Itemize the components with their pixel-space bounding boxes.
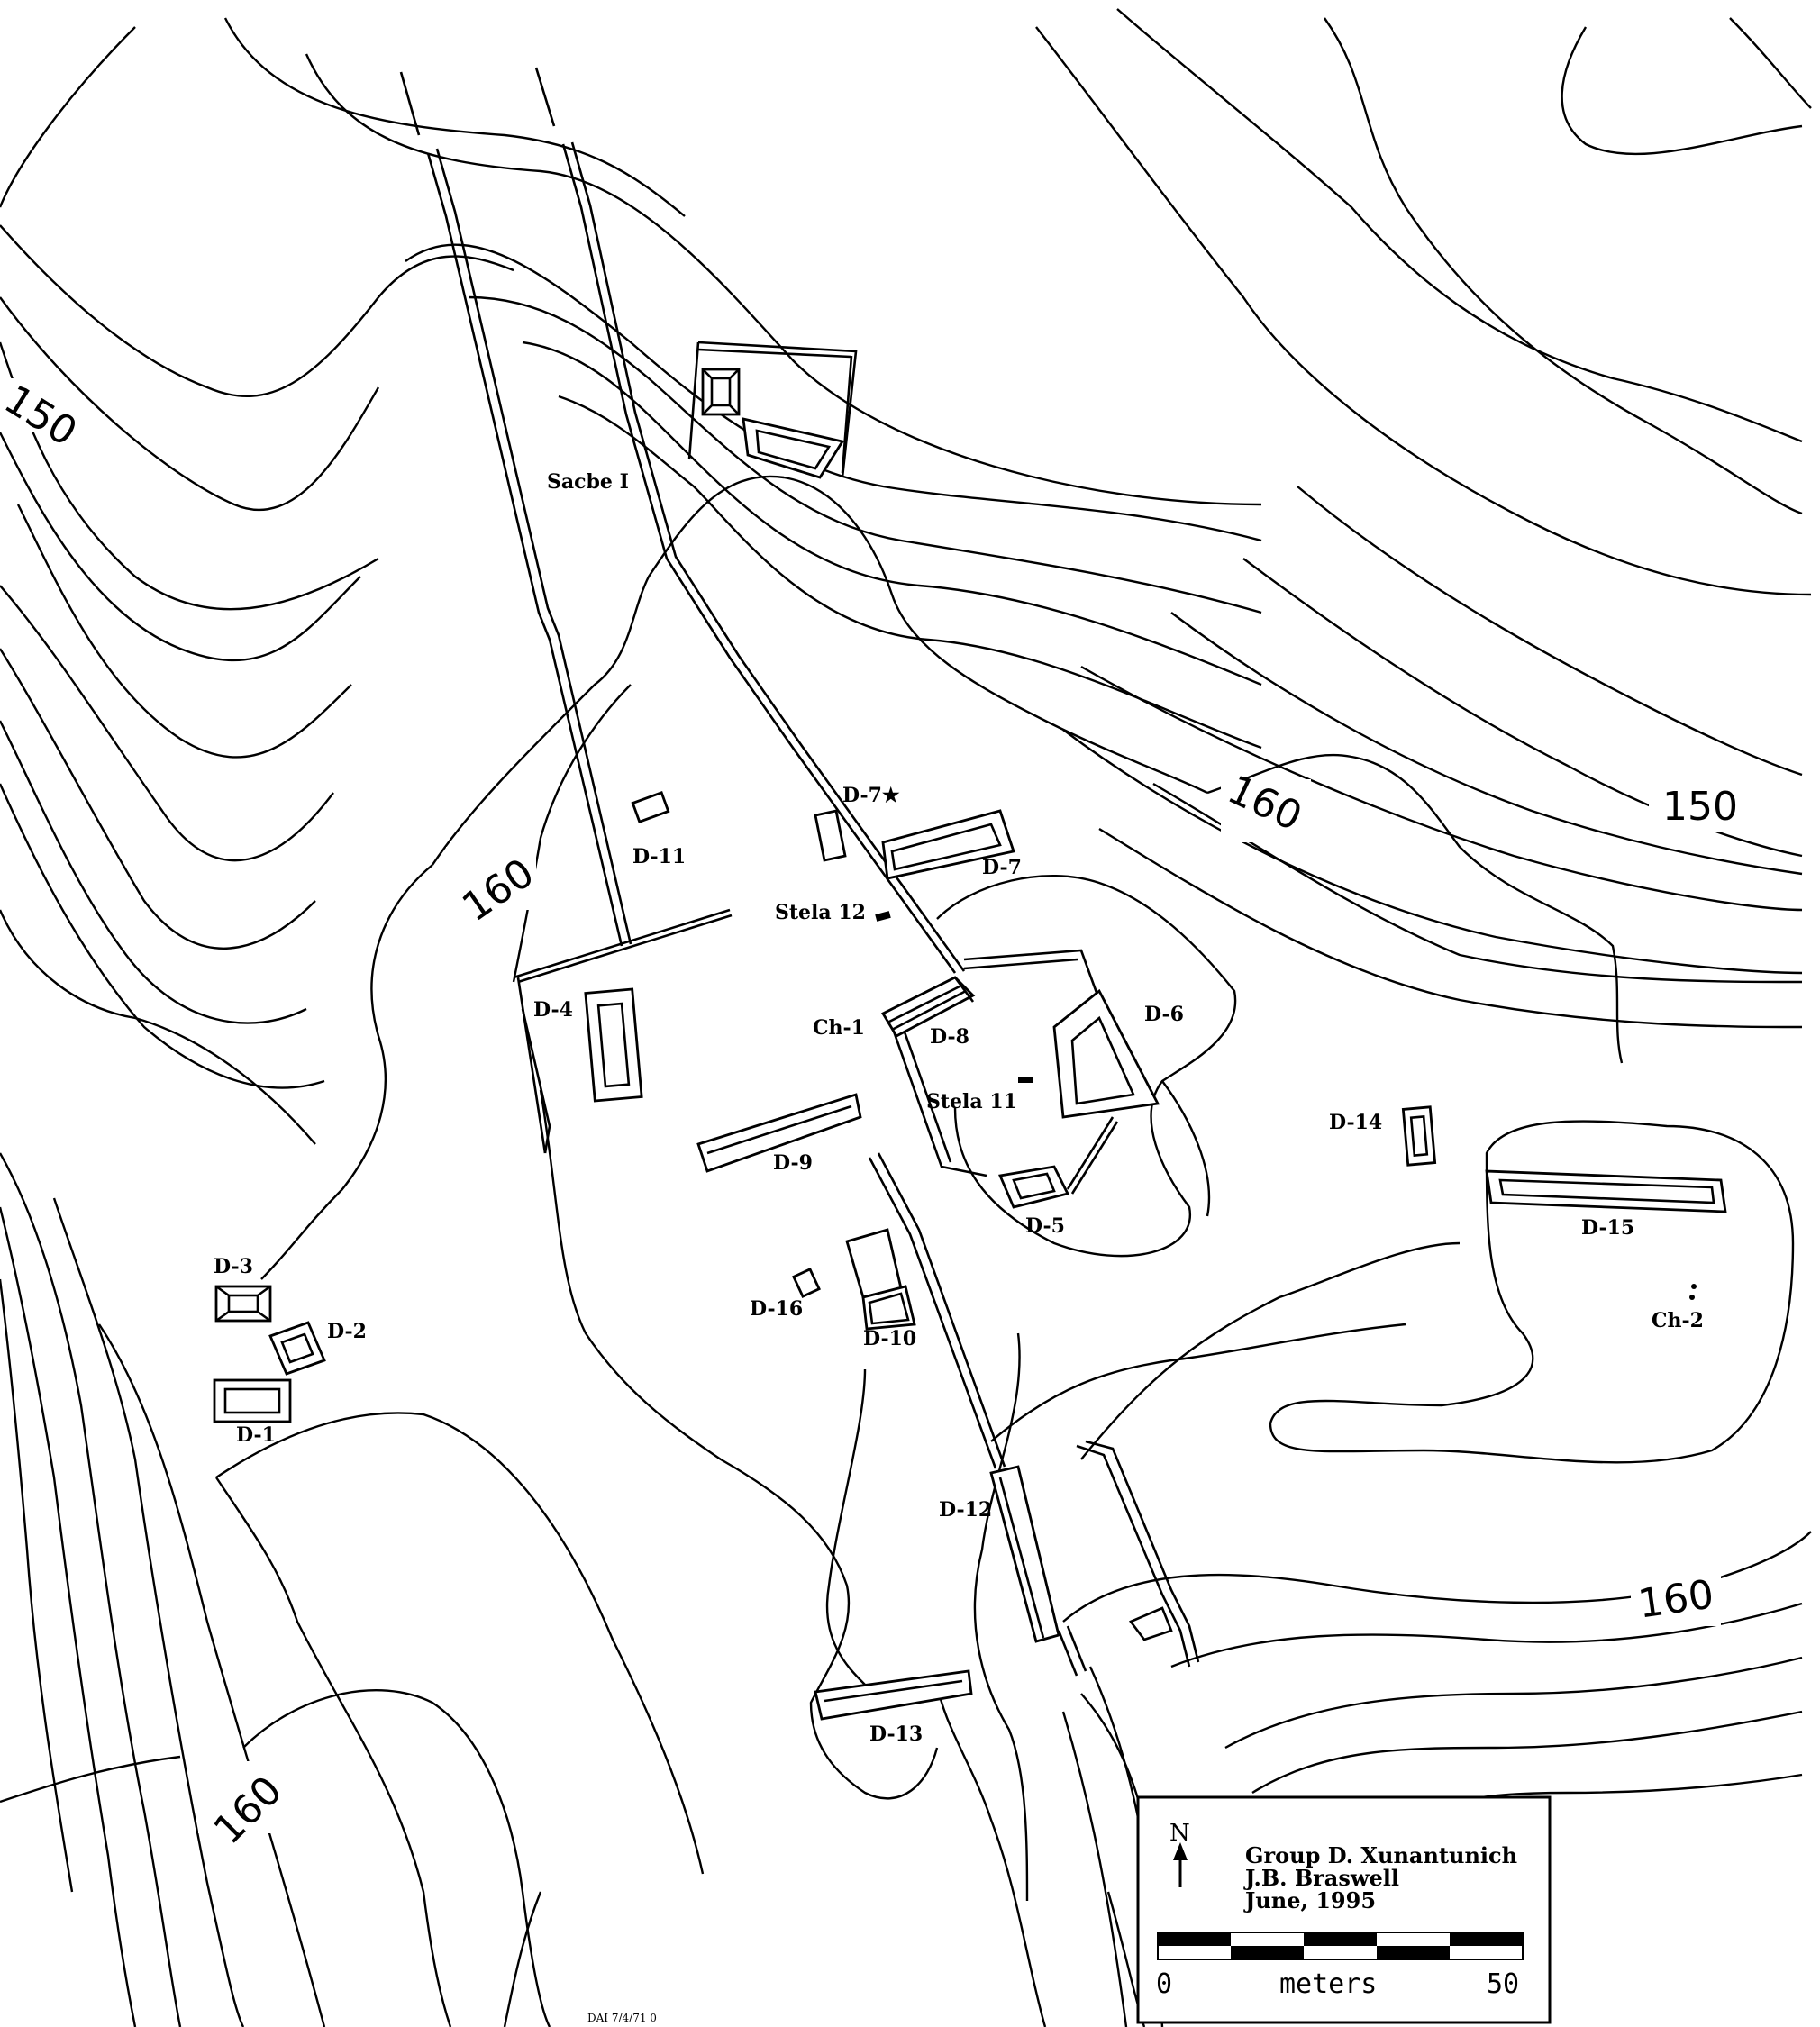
structure-d-5 — [998, 1165, 1070, 1209]
label-d-15: D-15 — [1581, 1216, 1634, 1240]
label-d-13: D-13 — [869, 1722, 923, 1746]
structure-north-b — [742, 417, 845, 479]
structure-d-9 — [696, 1093, 862, 1173]
label-d-10: D-10 — [863, 1327, 916, 1350]
structure-d-11 — [631, 791, 670, 823]
label-d-7-star: D-7★ — [842, 784, 900, 807]
label-d-11: D-11 — [632, 845, 686, 868]
chultun-2-marker — [1689, 1284, 1697, 1300]
structure-d-3 — [214, 1285, 272, 1323]
footer-stamp: DAI 7/4/71 0 — [587, 2012, 657, 2024]
label-d-5: D-5 — [1025, 1214, 1065, 1238]
structure-d-2 — [268, 1321, 326, 1376]
sacbe-causeway — [399, 67, 966, 1154]
label-d-9: D-9 — [773, 1151, 813, 1175]
scale-unit-label: meters — [1279, 1968, 1377, 2000]
label-ch-2: Ch-2 — [1652, 1309, 1704, 1332]
scale-max-label: 50 — [1487, 1968, 1519, 2000]
elevation-labels: 150 150 160 160 160 160 — [0, 377, 1739, 1853]
structure-d-4 — [584, 987, 643, 1103]
structure-d-15 — [1485, 1169, 1727, 1213]
structure-d-16 — [792, 1268, 821, 1298]
scale-min-label: 0 — [1156, 1968, 1172, 2000]
label-d-6: D-6 — [1144, 1003, 1184, 1026]
label-d-3: D-3 — [214, 1255, 253, 1278]
scale-bar — [1157, 1932, 1524, 1960]
label-d-12: D-12 — [939, 1498, 992, 1522]
label-ch-1: Ch-1 — [813, 1016, 865, 1040]
structure-labels: Sacbe I D-11 D-7★ D-7 Stela 12 D-4 Ch-1 … — [214, 470, 1704, 1746]
structure-d-6 — [1052, 988, 1160, 1119]
label-d-7: D-7 — [982, 856, 1022, 879]
structure-d-13 — [814, 1669, 973, 1721]
structure-d-12 — [989, 1465, 1060, 1643]
structure-d-1 — [213, 1378, 292, 1423]
structure-d-7 — [881, 809, 1015, 880]
structure-north-a — [701, 368, 741, 416]
legend-title-line-1: Group D. Xunantunich — [1245, 1842, 1517, 1868]
plaza-walls — [513, 341, 1200, 1677]
structure-d-8 — [881, 976, 976, 1038]
structures — [213, 368, 1727, 1721]
stela-11-marker — [1018, 1077, 1033, 1083]
north-label: N — [1169, 1820, 1190, 1847]
stela-12-marker — [875, 911, 891, 922]
label-stela-12: Stela 12 — [775, 901, 866, 924]
elevation-label-150-east: 150 — [1662, 784, 1738, 830]
elevation-label-160-southeast: 160 — [1635, 1571, 1716, 1627]
label-d-4: D-4 — [533, 998, 573, 1022]
label-d-14: D-14 — [1329, 1111, 1382, 1134]
structure-d-7-small — [814, 809, 847, 862]
legend-title-line-3: June, 1995 — [1243, 1887, 1376, 1913]
label-stela-11: Stela 11 — [926, 1090, 1017, 1113]
label-d-16: D-16 — [750, 1297, 803, 1321]
north-arrow-icon — [1173, 1842, 1188, 1887]
label-d-2: D-2 — [327, 1320, 367, 1343]
label-sacbe: Sacbe I — [547, 470, 629, 494]
legend-title-line-2: J.B. Braswell — [1243, 1865, 1399, 1891]
structure-d-10 — [845, 1228, 916, 1331]
legend-box: N Group D. Xunantunich J.B. Braswell Jun… — [1136, 1795, 1552, 2024]
structure-d-14 — [1401, 1105, 1437, 1167]
label-d-8: D-8 — [930, 1025, 969, 1049]
label-d-1: D-1 — [236, 1423, 276, 1447]
